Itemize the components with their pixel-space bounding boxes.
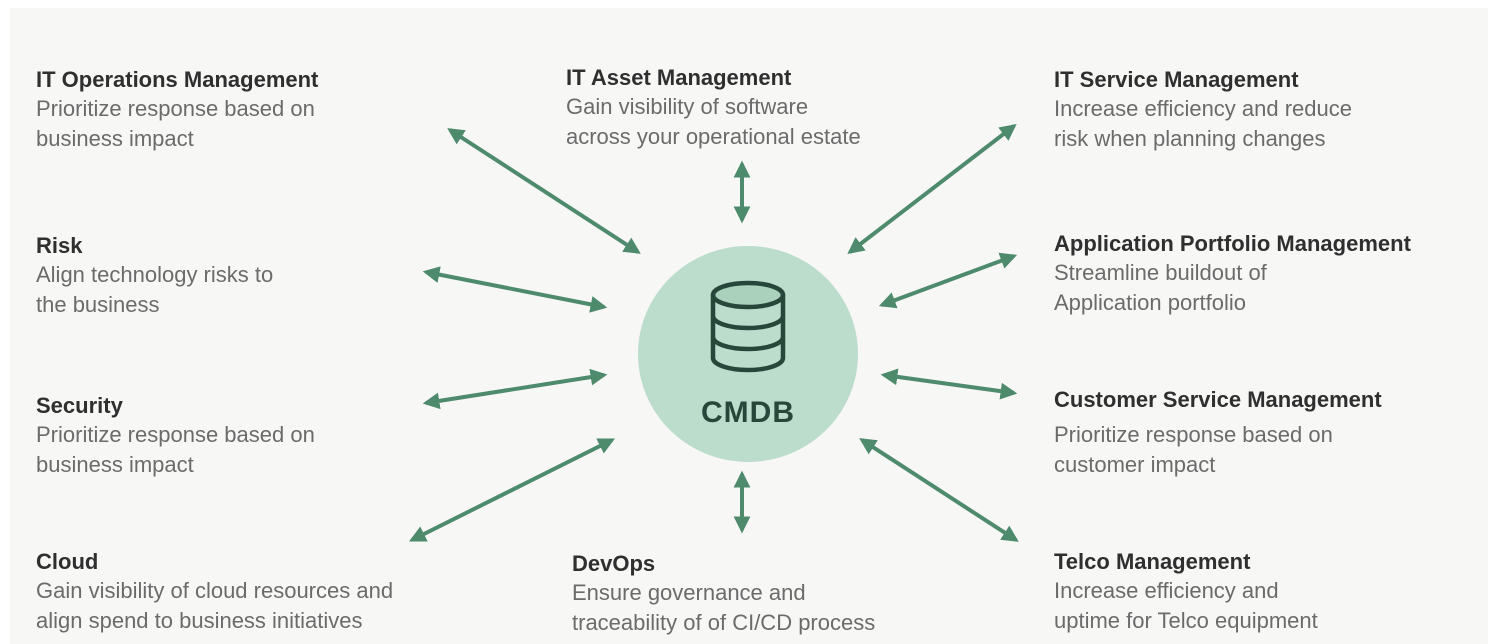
block-customer-service-management: Customer Service Management Prioritize r… [1054, 386, 1382, 480]
arrow-itsm [847, 123, 1017, 255]
block-title: Telco Management [1054, 549, 1251, 574]
block-cloud: Cloud Gain visibility of cloud resources… [36, 548, 393, 636]
arrow-security [422, 368, 608, 410]
arrow-itom [447, 128, 641, 254]
arrow-telco [859, 438, 1019, 542]
block-description: Streamline buildout of Application portf… [1054, 260, 1267, 315]
arrow-csm [880, 368, 1018, 400]
cmdb-label: CMDB [701, 396, 795, 429]
database-icon [710, 280, 786, 373]
block-title: IT Service Management [1054, 67, 1299, 92]
block-telco-management: Telco Management Increase efficiency and… [1054, 548, 1318, 636]
block-title: IT Operations Management [36, 67, 319, 92]
block-description: Gain visibility of software across your … [566, 94, 861, 149]
block-description: Align technology risks to the business [36, 262, 274, 317]
arrow-risk [422, 266, 608, 313]
arrow-apm [878, 252, 1018, 309]
block-title: Application Portfolio Management [1054, 231, 1411, 256]
block-description: Increase efficiency and reduce risk when… [1054, 96, 1352, 151]
block-title: Customer Service Management [1054, 387, 1382, 412]
block-description: Prioritize response based on customer im… [1054, 422, 1333, 477]
block-title: Cloud [36, 549, 99, 574]
block-application-portfolio-management: Application Portfolio Management Streaml… [1054, 230, 1411, 318]
block-description: Increase efficiency and uptime for Telco… [1054, 578, 1318, 633]
block-description: Prioritize response based on business im… [36, 422, 315, 477]
block-description: Prioritize response based on business im… [36, 96, 315, 151]
block-security: Security Prioritize response based on bu… [36, 392, 315, 480]
block-title: Risk [36, 233, 83, 258]
block-description: Gain visibility of cloud resources and a… [36, 578, 394, 633]
block-description: Ensure governance and traceability of of… [572, 580, 876, 635]
block-it-asset-management: IT Asset Management Gain visibility of s… [566, 64, 861, 152]
block-it-operations-management: IT Operations Management Prioritize resp… [36, 66, 318, 154]
block-risk: Risk Align technology risks to the busin… [36, 232, 273, 320]
block-devops: DevOps Ensure governance and traceabilit… [572, 550, 875, 638]
arrow-cloud [408, 438, 616, 542]
block-it-service-management: IT Service Management Increase efficienc… [1054, 66, 1352, 154]
block-title: DevOps [572, 551, 656, 576]
block-title: Security [36, 393, 123, 418]
block-title: IT Asset Management [566, 65, 792, 90]
